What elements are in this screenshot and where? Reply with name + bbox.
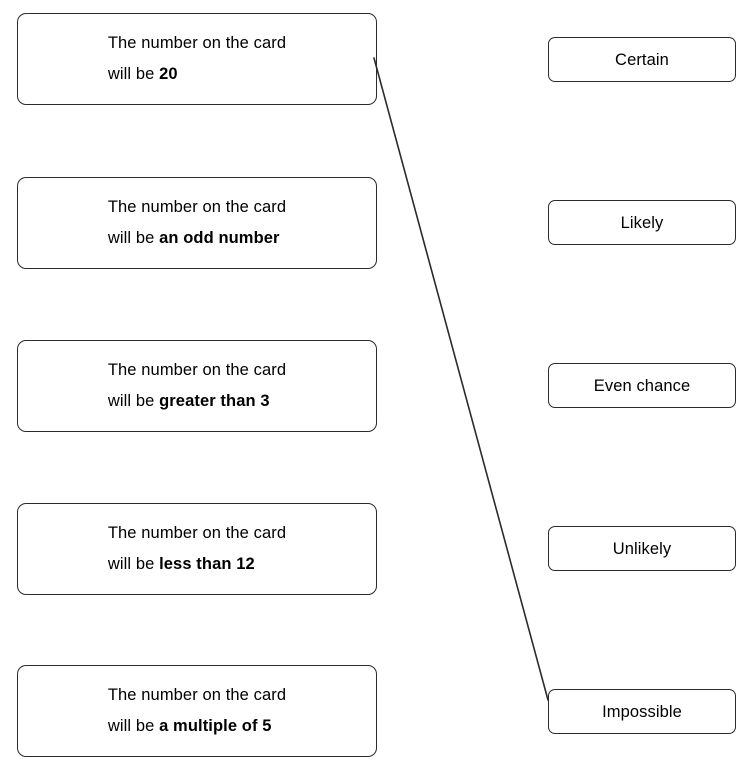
statement-card-4-lead: will be [107,555,160,573]
likelihood-option-even-chance[interactable]: Even chance [548,363,736,408]
likelihood-option-likely[interactable]: Likely [548,200,736,245]
statement-card-5-line1: The number on the card [107,686,287,704]
statement-card-5-emphasis: a multiple of 5 [159,717,272,735]
likelihood-option-certain[interactable]: Certain [548,37,736,82]
connector-line-card1-to-impossible[interactable] [373,57,549,701]
statement-card-5-line2: will be a multiple of 5 [108,711,286,742]
statement-card-2-lead: will be [107,229,160,247]
likelihood-option-likely-label: Likely [620,213,664,232]
statement-card-3-line2: will be greater than 3 [108,386,286,417]
statement-card-3-text: The number on the card will be greater t… [18,355,376,417]
likelihood-option-unlikely[interactable]: Unlikely [548,526,736,571]
statement-card-2-line1: The number on the card [107,198,287,216]
statement-card-1-emphasis: 20 [159,65,178,83]
statement-card-1-text: The number on the card will be 20 [18,28,376,90]
statement-card-3-emphasis: greater than 3 [159,392,270,410]
statement-card-2[interactable]: The number on the card will be an odd nu… [17,177,377,269]
statement-card-4-text: The number on the card will be less than… [18,518,376,580]
statement-card-3-lead: will be [107,392,160,410]
likelihood-option-impossible-label: Impossible [602,702,682,721]
statement-card-2-emphasis: an odd number [159,229,280,247]
statement-card-5-text: The number on the card will be a multipl… [18,680,376,742]
likelihood-option-impossible[interactable]: Impossible [548,689,736,734]
statement-card-1-line1: The number on the card [107,34,287,52]
statement-card-1-lead: will be [107,65,160,83]
statement-card-2-line2: will be an odd number [108,223,286,254]
statement-card-3-line1: The number on the card [107,361,287,379]
statement-card-2-text: The number on the card will be an odd nu… [18,192,376,254]
likelihood-option-unlikely-label: Unlikely [612,539,672,558]
likelihood-option-certain-label: Certain [615,50,669,69]
likelihood-option-even-chance-label: Even chance [593,376,691,395]
statement-card-3[interactable]: The number on the card will be greater t… [17,340,377,432]
statement-card-1[interactable]: The number on the card will be 20 [17,13,377,105]
statement-card-4[interactable]: The number on the card will be less than… [17,503,377,595]
statement-card-1-line2: will be 20 [108,59,286,90]
statement-card-5-lead: will be [107,717,160,735]
statement-card-4-line2: will be less than 12 [108,549,286,580]
statement-card-4-emphasis: less than 12 [159,555,255,573]
statement-card-5[interactable]: The number on the card will be a multipl… [17,665,377,757]
statement-card-4-line1: The number on the card [107,524,287,542]
